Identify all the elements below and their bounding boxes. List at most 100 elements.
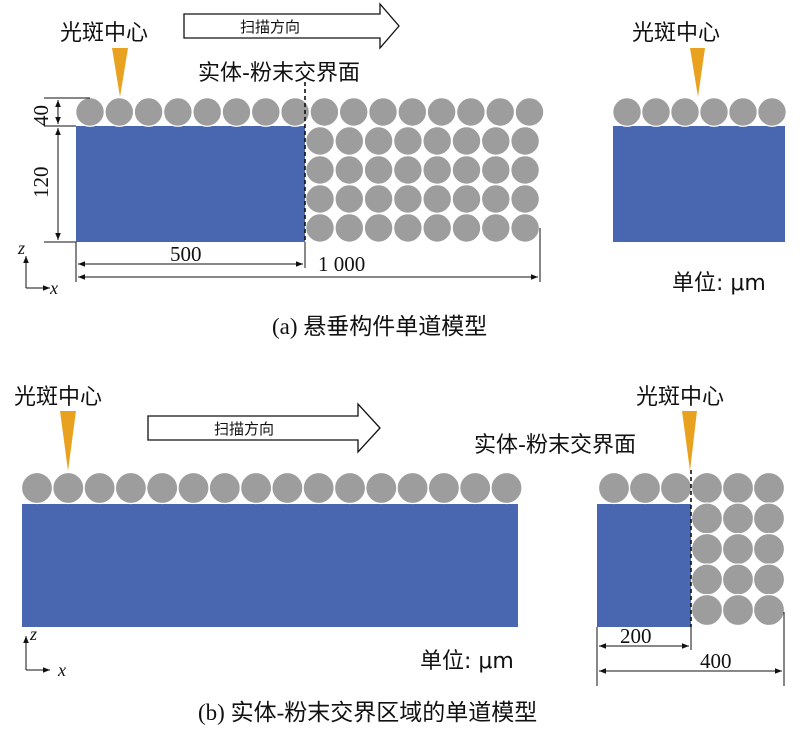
powder-particle <box>752 502 786 535</box>
powder-particle <box>422 155 453 185</box>
dim-solid-text-a: 500 <box>170 242 202 266</box>
powder-particle <box>659 471 693 505</box>
powder-particle <box>393 155 423 185</box>
powder-particle <box>177 471 210 505</box>
powder-particle <box>490 471 523 505</box>
axis-x-a: x <box>49 278 58 298</box>
powder-particle <box>721 563 755 596</box>
powder-particle <box>250 97 281 127</box>
powder-particle <box>459 471 492 505</box>
powder-particle <box>393 126 423 156</box>
laser-spot-icon <box>690 48 705 97</box>
powder-particle <box>368 97 398 127</box>
powder-particle <box>427 471 460 505</box>
powder-particle <box>302 471 335 505</box>
powder-particle <box>480 155 511 185</box>
dim-solid-text-b: 200 <box>620 624 652 648</box>
powder-particle <box>363 213 394 243</box>
powder-particle <box>305 184 335 214</box>
powder-particle <box>363 184 394 214</box>
powder-particle <box>699 97 729 127</box>
scan-direction-label-b: 扫描方向 <box>214 420 274 438</box>
powder-particle <box>393 184 423 214</box>
axis-z-b: z <box>29 624 37 644</box>
powder-particle <box>83 471 116 505</box>
powder-particle <box>485 97 516 127</box>
powder-particle <box>690 502 724 535</box>
axis-x-b: x <box>57 660 66 680</box>
powder-particle <box>271 471 304 505</box>
powder-particle <box>20 471 54 505</box>
powder-particle <box>514 97 545 127</box>
powder-particle <box>752 532 786 566</box>
powder-particle <box>752 593 786 627</box>
dim-layer-text: 40 <box>29 105 53 126</box>
powder-particle <box>480 184 511 214</box>
powder-bed-a <box>75 97 545 243</box>
caption-a: (a) 悬垂构件单道模型 <box>272 314 487 339</box>
solid-substrate-b-side <box>597 504 691 627</box>
axis-z-a: z <box>17 238 25 258</box>
powder-particle <box>104 97 135 127</box>
powder-particle <box>114 471 147 505</box>
unit-label-b: 单位: μm <box>420 649 514 674</box>
powder-particle <box>690 593 724 627</box>
powder-particle <box>612 97 642 127</box>
powder-particle <box>721 593 755 627</box>
powder-particle <box>426 97 457 127</box>
powder-particle <box>422 213 453 243</box>
powder-particle <box>363 155 394 185</box>
solid-substrate-a-side <box>613 126 785 242</box>
powder-particle <box>397 97 428 127</box>
interface-label-a: 实体-粉末交界面 <box>198 61 360 86</box>
powder-particle <box>451 184 482 214</box>
powder-particle <box>690 471 724 505</box>
powder-particle <box>480 213 511 243</box>
laser-spot-icon <box>112 48 128 97</box>
powder-particle <box>365 471 398 505</box>
powder-particle <box>510 155 540 185</box>
powder-particle <box>641 97 671 127</box>
powder-particle <box>451 126 482 156</box>
powder-particle <box>133 97 164 127</box>
powder-particle <box>334 126 365 156</box>
powder-particle <box>451 213 482 243</box>
powder-particle <box>334 184 365 214</box>
scan-direction-arrow <box>183 2 400 50</box>
powder-particle <box>728 97 758 127</box>
spot-center-label-b2: 光斑中心 <box>636 385 724 410</box>
powder-particle <box>396 471 429 505</box>
spot-center-label-a: 光斑中心 <box>60 21 148 46</box>
powder-particle <box>670 97 700 127</box>
powder-particle <box>309 97 340 127</box>
dim-total-text-a: 1 000 <box>318 252 365 276</box>
panel-b: 光斑中心 扫描方向 z x 单位: μm 光斑中心 实体-粉末交界面 200 4… <box>14 385 786 725</box>
powder-particle <box>721 532 755 566</box>
powder-particle <box>451 155 482 185</box>
powder-particle <box>480 126 511 156</box>
powder-particle <box>334 213 365 243</box>
solid-substrate-b <box>22 504 518 627</box>
powder-particle <box>240 471 273 505</box>
powder-particle <box>162 97 193 127</box>
powder-particle <box>628 471 662 505</box>
interface-label-b: 实体-粉末交界面 <box>474 433 636 458</box>
scan-direction-arrow <box>147 402 381 454</box>
powder-particle <box>334 155 365 185</box>
powder-particle <box>690 532 724 566</box>
laser-spot-icon <box>60 411 76 471</box>
powder-particle <box>305 155 335 185</box>
powder-particle <box>757 97 787 127</box>
powder-particle <box>510 213 540 243</box>
powder-particle <box>338 97 369 127</box>
powder-particle <box>752 471 786 505</box>
powder-particle <box>280 97 311 127</box>
spot-center-label-a2: 光斑中心 <box>632 21 720 46</box>
powder-bed-b-side <box>597 471 786 627</box>
powder-particle <box>305 213 335 243</box>
powder-particle <box>422 126 453 156</box>
scan-direction-label-a: 扫描方向 <box>240 18 300 36</box>
spot-center-label-b: 光斑中心 <box>14 385 102 410</box>
powder-particle <box>510 184 540 214</box>
solid-substrate-a <box>76 126 305 242</box>
